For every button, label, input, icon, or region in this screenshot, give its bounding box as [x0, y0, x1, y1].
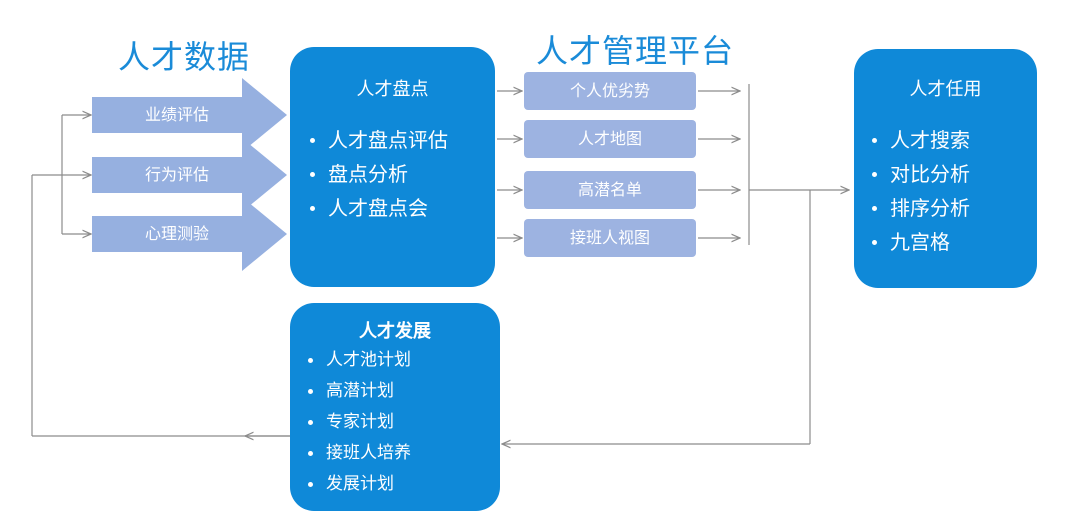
input-item-performance: 业绩评估	[92, 78, 292, 152]
development-panel: 人才发展 人才池计划 高潜计划 专家计划 接班人培养 发展计划	[290, 303, 500, 511]
input-item-label: 行为评估	[144, 165, 209, 184]
output-strengths: 个人优劣势	[524, 72, 696, 110]
chevron-arrow-shape	[92, 138, 287, 212]
chevron-arrow-shape	[92, 78, 287, 152]
usage-item: 对比分析	[870, 157, 1037, 191]
platform-heading: 人才管理平台	[536, 32, 735, 70]
inventory-list: 人才盘点评估 盘点分析 人才盘点会	[308, 123, 495, 225]
output-talent-map: 人才地图	[524, 120, 696, 158]
inventory-item: 盘点分析	[308, 157, 495, 191]
input-item-behavior: 行为评估	[92, 138, 292, 212]
usage-panel: 人才任用 人才搜索 对比分析 排序分析 九宫格	[854, 49, 1037, 288]
usage-item: 排序分析	[870, 191, 1037, 225]
usage-title: 人才任用	[909, 79, 982, 100]
development-item: 专家计划	[306, 407, 500, 438]
input-item-label: 心理测验	[144, 224, 209, 243]
usage-item: 人才搜索	[870, 123, 1037, 157]
inventory-item: 人才盘点评估	[308, 123, 495, 157]
input-item-psychology: 心理测验	[92, 197, 292, 271]
data-heading: 人才数据	[118, 38, 251, 76]
development-item: 发展计划	[306, 469, 500, 500]
inventory-panel: 人才盘点 人才盘点评估 盘点分析 人才盘点会	[290, 47, 495, 287]
development-item: 接班人培养	[306, 438, 500, 469]
input-item-label: 业绩评估	[144, 105, 209, 124]
development-item: 人才池计划	[306, 345, 500, 376]
output-high-potential-list: 高潜名单	[524, 171, 696, 209]
usage-list: 人才搜索 对比分析 排序分析 九宫格	[870, 123, 1037, 259]
development-title: 人才发展	[359, 321, 431, 342]
usage-item: 九宫格	[870, 225, 1037, 259]
development-item: 高潜计划	[306, 376, 500, 407]
inventory-item: 人才盘点会	[308, 191, 495, 225]
inventory-title: 人才盘点	[356, 79, 429, 100]
development-list: 人才池计划 高潜计划 专家计划 接班人培养 发展计划	[306, 345, 500, 500]
chevron-arrow-shape	[92, 197, 287, 271]
output-successor-view: 接班人视图	[524, 219, 696, 257]
